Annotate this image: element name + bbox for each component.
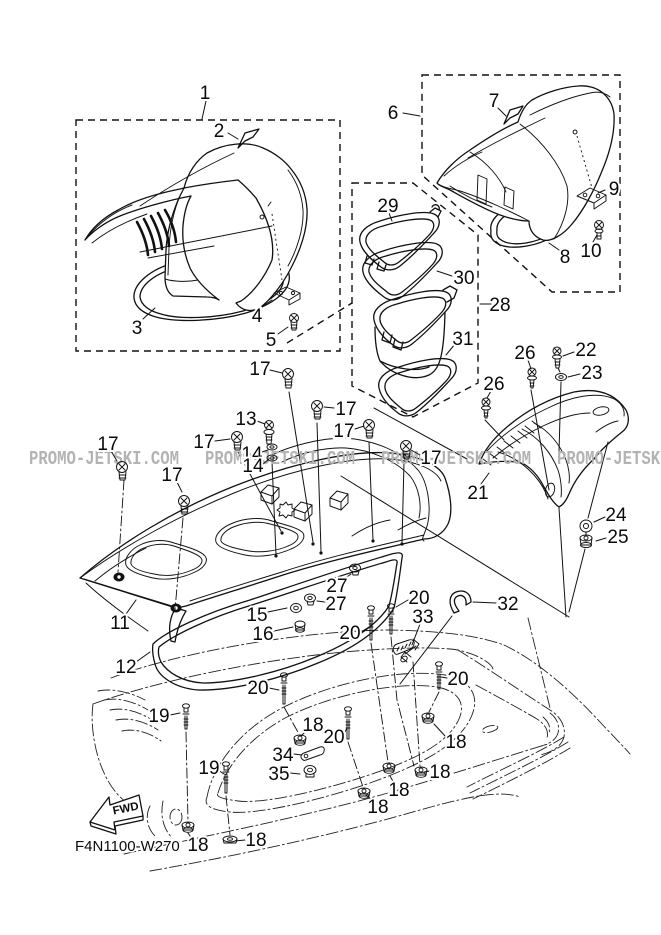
svg-text:3: 3 <box>132 318 143 339</box>
svg-text:14: 14 <box>241 444 263 465</box>
svg-text:15: 15 <box>246 605 267 626</box>
svg-text:20: 20 <box>447 669 468 690</box>
svg-text:PROMO-JETSKI.COM: PROMO-JETSKI.COM <box>29 448 179 470</box>
svg-text:17: 17 <box>333 421 354 442</box>
svg-text:14: 14 <box>242 456 264 477</box>
svg-text:26: 26 <box>483 374 504 395</box>
svg-text:18: 18 <box>187 835 208 856</box>
svg-text:2: 2 <box>214 121 225 142</box>
svg-text:1: 1 <box>200 83 211 104</box>
svg-text:PROMO-JETSKI.COM: PROMO-JETSKI.COM <box>557 448 661 470</box>
svg-text:28: 28 <box>489 295 510 316</box>
svg-text:18: 18 <box>302 715 323 736</box>
svg-text:27: 27 <box>326 576 347 597</box>
svg-text:20: 20 <box>408 588 429 609</box>
svg-text:7: 7 <box>489 91 500 112</box>
svg-text:6: 6 <box>388 103 399 124</box>
svg-text:17: 17 <box>97 434 118 455</box>
svg-text:21: 21 <box>467 483 488 504</box>
svg-text:PROMO-JETSKI.COM: PROMO-JETSKI.COM <box>205 448 355 470</box>
svg-text:34: 34 <box>272 745 294 766</box>
svg-text:25: 25 <box>607 527 628 548</box>
svg-text:18: 18 <box>245 830 266 851</box>
svg-text:17: 17 <box>249 359 270 380</box>
svg-text:PROMO-JETSKI.COM: PROMO-JETSKI.COM <box>381 448 531 470</box>
svg-text:22: 22 <box>575 340 596 361</box>
svg-text:24: 24 <box>605 505 627 526</box>
svg-text:17: 17 <box>420 448 441 469</box>
svg-text:20: 20 <box>339 623 360 644</box>
svg-text:19: 19 <box>148 706 169 727</box>
svg-text:32: 32 <box>497 594 518 615</box>
svg-text:17: 17 <box>335 399 356 420</box>
svg-text:11: 11 <box>110 613 130 634</box>
svg-text:18: 18 <box>388 780 409 801</box>
svg-text:F4N1100-W270: F4N1100-W270 <box>75 838 180 855</box>
svg-text:18: 18 <box>429 762 450 783</box>
svg-text:13: 13 <box>235 409 256 430</box>
svg-text:23: 23 <box>581 363 602 384</box>
svg-text:33: 33 <box>412 607 433 628</box>
svg-text:17: 17 <box>193 432 214 453</box>
svg-text:20: 20 <box>323 727 344 748</box>
svg-text:10: 10 <box>580 241 601 262</box>
svg-text:16: 16 <box>252 624 273 645</box>
svg-text:9: 9 <box>609 179 620 200</box>
svg-text:4: 4 <box>252 306 263 327</box>
svg-text:20: 20 <box>247 678 268 699</box>
svg-text:18: 18 <box>367 797 388 818</box>
svg-text:29: 29 <box>377 196 398 217</box>
svg-text:18: 18 <box>445 732 466 753</box>
svg-text:12: 12 <box>115 657 136 678</box>
svg-text:19: 19 <box>198 758 219 779</box>
svg-text:5: 5 <box>266 330 277 351</box>
svg-text:26: 26 <box>514 343 535 364</box>
svg-text:FWD: FWD <box>112 800 140 817</box>
svg-text:30: 30 <box>453 268 474 289</box>
svg-text:31: 31 <box>452 329 473 350</box>
svg-text:8: 8 <box>560 247 571 268</box>
svg-text:27: 27 <box>325 594 346 615</box>
svg-text:35: 35 <box>268 764 289 785</box>
svg-text:17: 17 <box>161 465 182 486</box>
